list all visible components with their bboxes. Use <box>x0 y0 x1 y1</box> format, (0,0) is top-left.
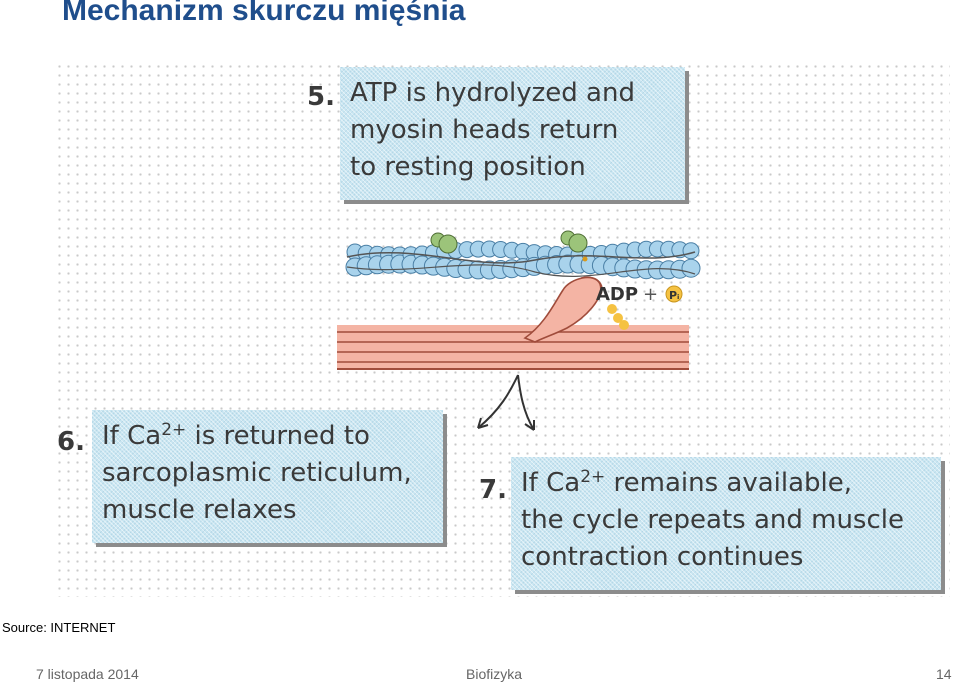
step-7-number: 7. <box>479 475 507 505</box>
step-7-line-2: the cycle repeats and muscle <box>521 505 904 535</box>
step-5-number: 5. <box>307 82 335 112</box>
arrow-to-step-6 <box>477 374 519 429</box>
pi-label: Pᵢ <box>669 289 679 302</box>
arrow-to-step-7 <box>517 374 535 431</box>
step-6-line-1: If Ca2+ is returned to <box>102 420 370 451</box>
actin-monomer <box>681 258 701 278</box>
step-5-line-1: ATP is hydrolyzed and <box>350 78 635 108</box>
hydrolysis-products: ADP + Pᵢ <box>596 284 683 330</box>
atp-phosphate-3 <box>619 320 629 330</box>
tropomyosin-strand-2 <box>346 264 696 277</box>
atp-phosphate-1 <box>607 304 617 314</box>
actin-monomer <box>682 242 700 260</box>
branch-arrows <box>477 374 535 431</box>
crossbridge-figure: 5. ATP is hydrolyzed and myosin heads re… <box>55 62 950 597</box>
calcium-charge: 2+ <box>580 467 606 487</box>
step-7-line-1: If Ca2+ remains available, <box>521 467 853 498</box>
calcium-ion <box>582 256 588 262</box>
plus-sign: + <box>643 284 658 305</box>
phosphate-icon <box>665 285 683 303</box>
step-5-box: ATP is hydrolyzed and myosin heads retur… <box>340 67 685 200</box>
myosin-head <box>523 276 602 343</box>
step-7-box: If Ca2+ remains available, the cycle rep… <box>511 457 941 590</box>
filament-illustration: ADP + Pᵢ <box>337 230 701 431</box>
calcium-charge: 2+ <box>161 420 187 440</box>
source-note: Source: INTERNET <box>2 620 116 635</box>
troponin-right <box>568 233 588 253</box>
footer-date: 7 listopada 2014 <box>36 666 139 682</box>
step-6-line-3: muscle relaxes <box>102 495 297 525</box>
step-5-line-2: myosin heads return <box>350 115 619 145</box>
step-7-line-3: contraction continues <box>521 542 804 572</box>
atp-phosphate-2 <box>613 313 623 323</box>
footer-course: Biofizyka <box>466 666 523 682</box>
footer-page-number: 14 <box>936 666 952 682</box>
troponin-left <box>438 234 458 254</box>
slide-title: Mechanizm skurczu mięśnia <box>62 0 466 27</box>
actin-filament <box>345 230 701 280</box>
step-6-number: 6. <box>57 427 85 457</box>
step-6-line-2: sarcoplasmic reticulum, <box>102 458 412 488</box>
myosin-filament <box>337 276 689 370</box>
step-5-line-3: to resting position <box>350 152 586 182</box>
adp-label: ADP <box>596 284 638 305</box>
step-6-box: If Ca2+ is returned to sarcoplasmic reti… <box>92 410 443 543</box>
tropomyosin-strand-1 <box>346 251 696 264</box>
